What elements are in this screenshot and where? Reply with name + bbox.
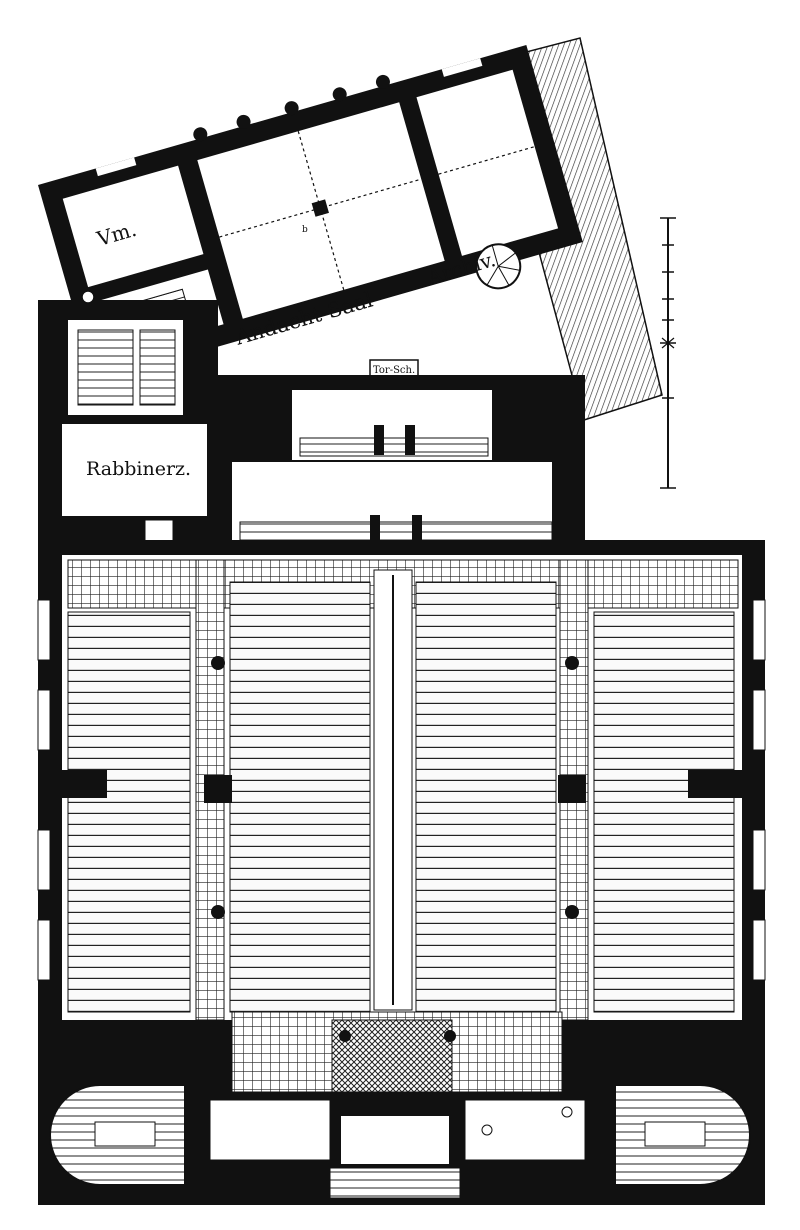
left-annex <box>38 290 267 545</box>
label-tor-sch: Tor-Sch. <box>373 365 415 376</box>
vestibule <box>210 375 585 555</box>
room-vm <box>62 165 204 288</box>
pews-right-outer <box>593 611 735 1013</box>
main-hall <box>37 540 766 1040</box>
pews-right-inner <box>415 581 557 1013</box>
label-b: b <box>302 225 308 235</box>
room-archiv <box>416 69 559 256</box>
scale-bar <box>660 217 676 489</box>
entrance <box>38 1011 765 1205</box>
pews-left-inner <box>229 581 371 1013</box>
pews-left-outer <box>67 611 191 1013</box>
label-rabbinerz: Rabbinerz. <box>86 458 191 480</box>
room-rabbinerz <box>62 424 207 516</box>
